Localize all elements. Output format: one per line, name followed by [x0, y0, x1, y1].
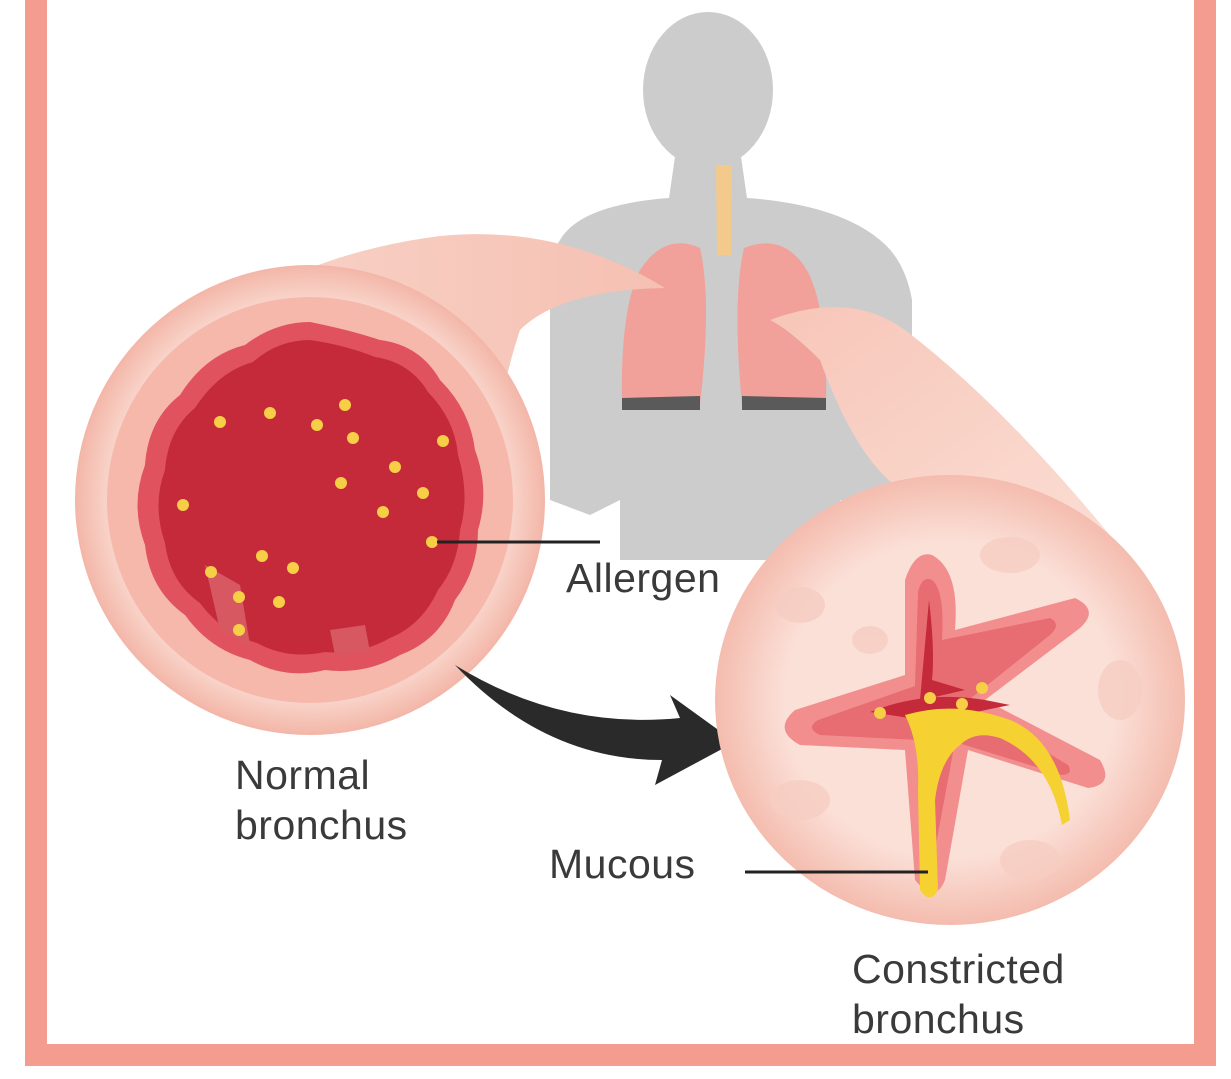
normal-bronchus-label: Normal bronchus — [235, 750, 408, 850]
normal-bronchus-label-line1: Normal — [235, 750, 408, 800]
progression-arrow — [455, 665, 735, 785]
constricted-bronchus-label: Constricted bronchus — [852, 944, 1065, 1044]
allergen-label: Allergen — [566, 553, 720, 603]
mucous-label: Mucous — [549, 839, 696, 889]
trachea — [716, 165, 732, 255]
normal-bronchus-label-line2: bronchus — [235, 800, 408, 850]
constricted-bronchus-label-line2: bronchus — [852, 994, 1065, 1044]
constricted-bronchus-label-line1: Constricted — [852, 944, 1065, 994]
